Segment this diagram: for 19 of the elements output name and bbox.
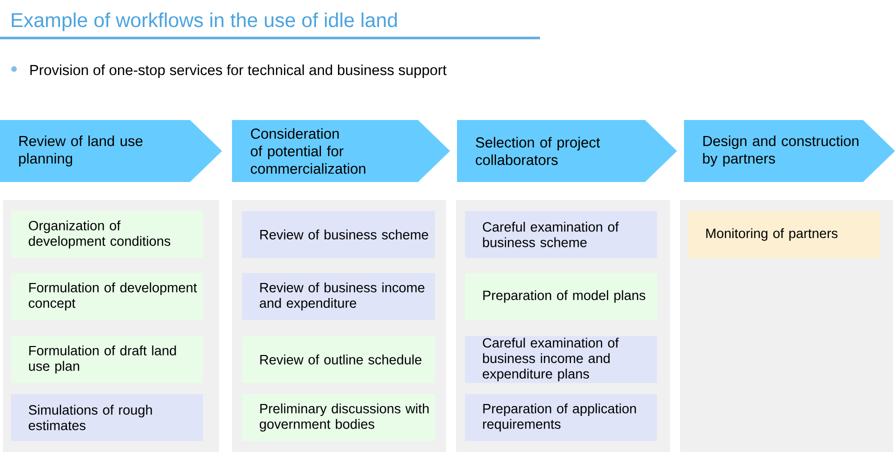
task-box: Organization of development conditions xyxy=(11,211,203,258)
chevron-step: Design and construction by partners xyxy=(684,120,895,182)
chevron-step: Selection of project collaborators xyxy=(457,120,677,182)
task-box: Monitoring of partners xyxy=(688,211,880,258)
task-box: Review of outline schedule xyxy=(242,336,435,383)
bullet-text: Provision of one-stop services for technical and business support xyxy=(30,64,447,78)
task-box: Simulations of rough estimates xyxy=(11,394,203,441)
task-box: Preparation of application requirements xyxy=(465,394,657,441)
task-box: Preparation of model plans xyxy=(465,273,657,320)
task-box: Formulation of draft land use plan xyxy=(11,336,203,383)
task-box: Formulation of development concept xyxy=(11,273,203,320)
task-box: Review of business scheme xyxy=(242,211,435,258)
task-box: Review of business income and expenditure xyxy=(242,273,435,320)
task-box: Preliminary discussions with government bodies xyxy=(242,394,435,441)
chevron-step: Review of land use planning xyxy=(0,120,222,182)
title: Example of workflows in the use of idle land xyxy=(12,12,397,32)
task-box: Careful examination of business scheme xyxy=(465,211,657,258)
task-box: Careful examination of business income and expenditure plans xyxy=(465,336,657,383)
chevron-step: Consideration of potential for commercialization xyxy=(232,120,450,182)
